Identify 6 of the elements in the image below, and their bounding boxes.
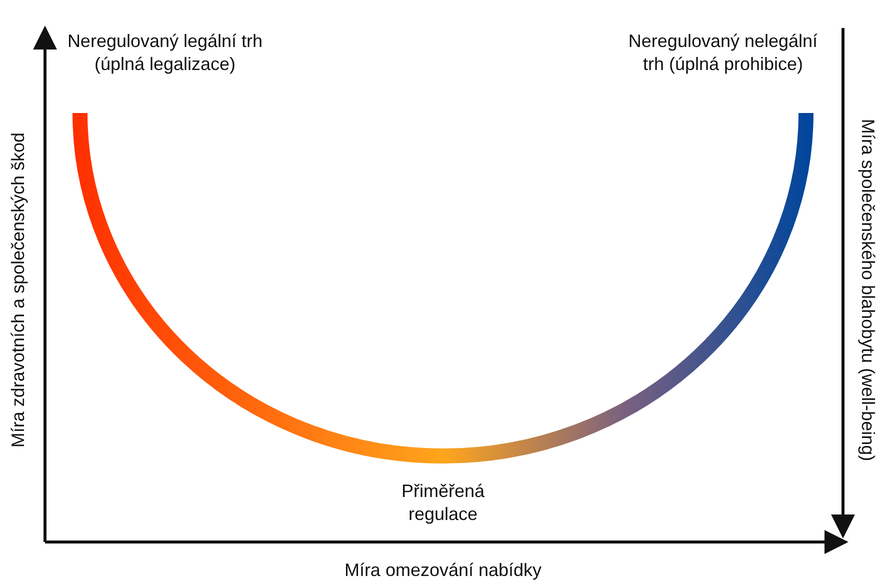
curve-minimum-label: Přiměřená regulace [400, 480, 486, 526]
curve-end-label: Neregulovaný legální trh (úplná legalizace) [66, 30, 264, 76]
axis-title: Míra zdravotních a společenských škod [7, 132, 29, 448]
curve-end-label: Neregulovaný nelegální trh (úplná prohibice) [627, 30, 819, 76]
axis-title: Míra společenského blahobytu (well-being) [857, 118, 879, 462]
axis-title: Míra omezování nabídky [344, 559, 542, 581]
